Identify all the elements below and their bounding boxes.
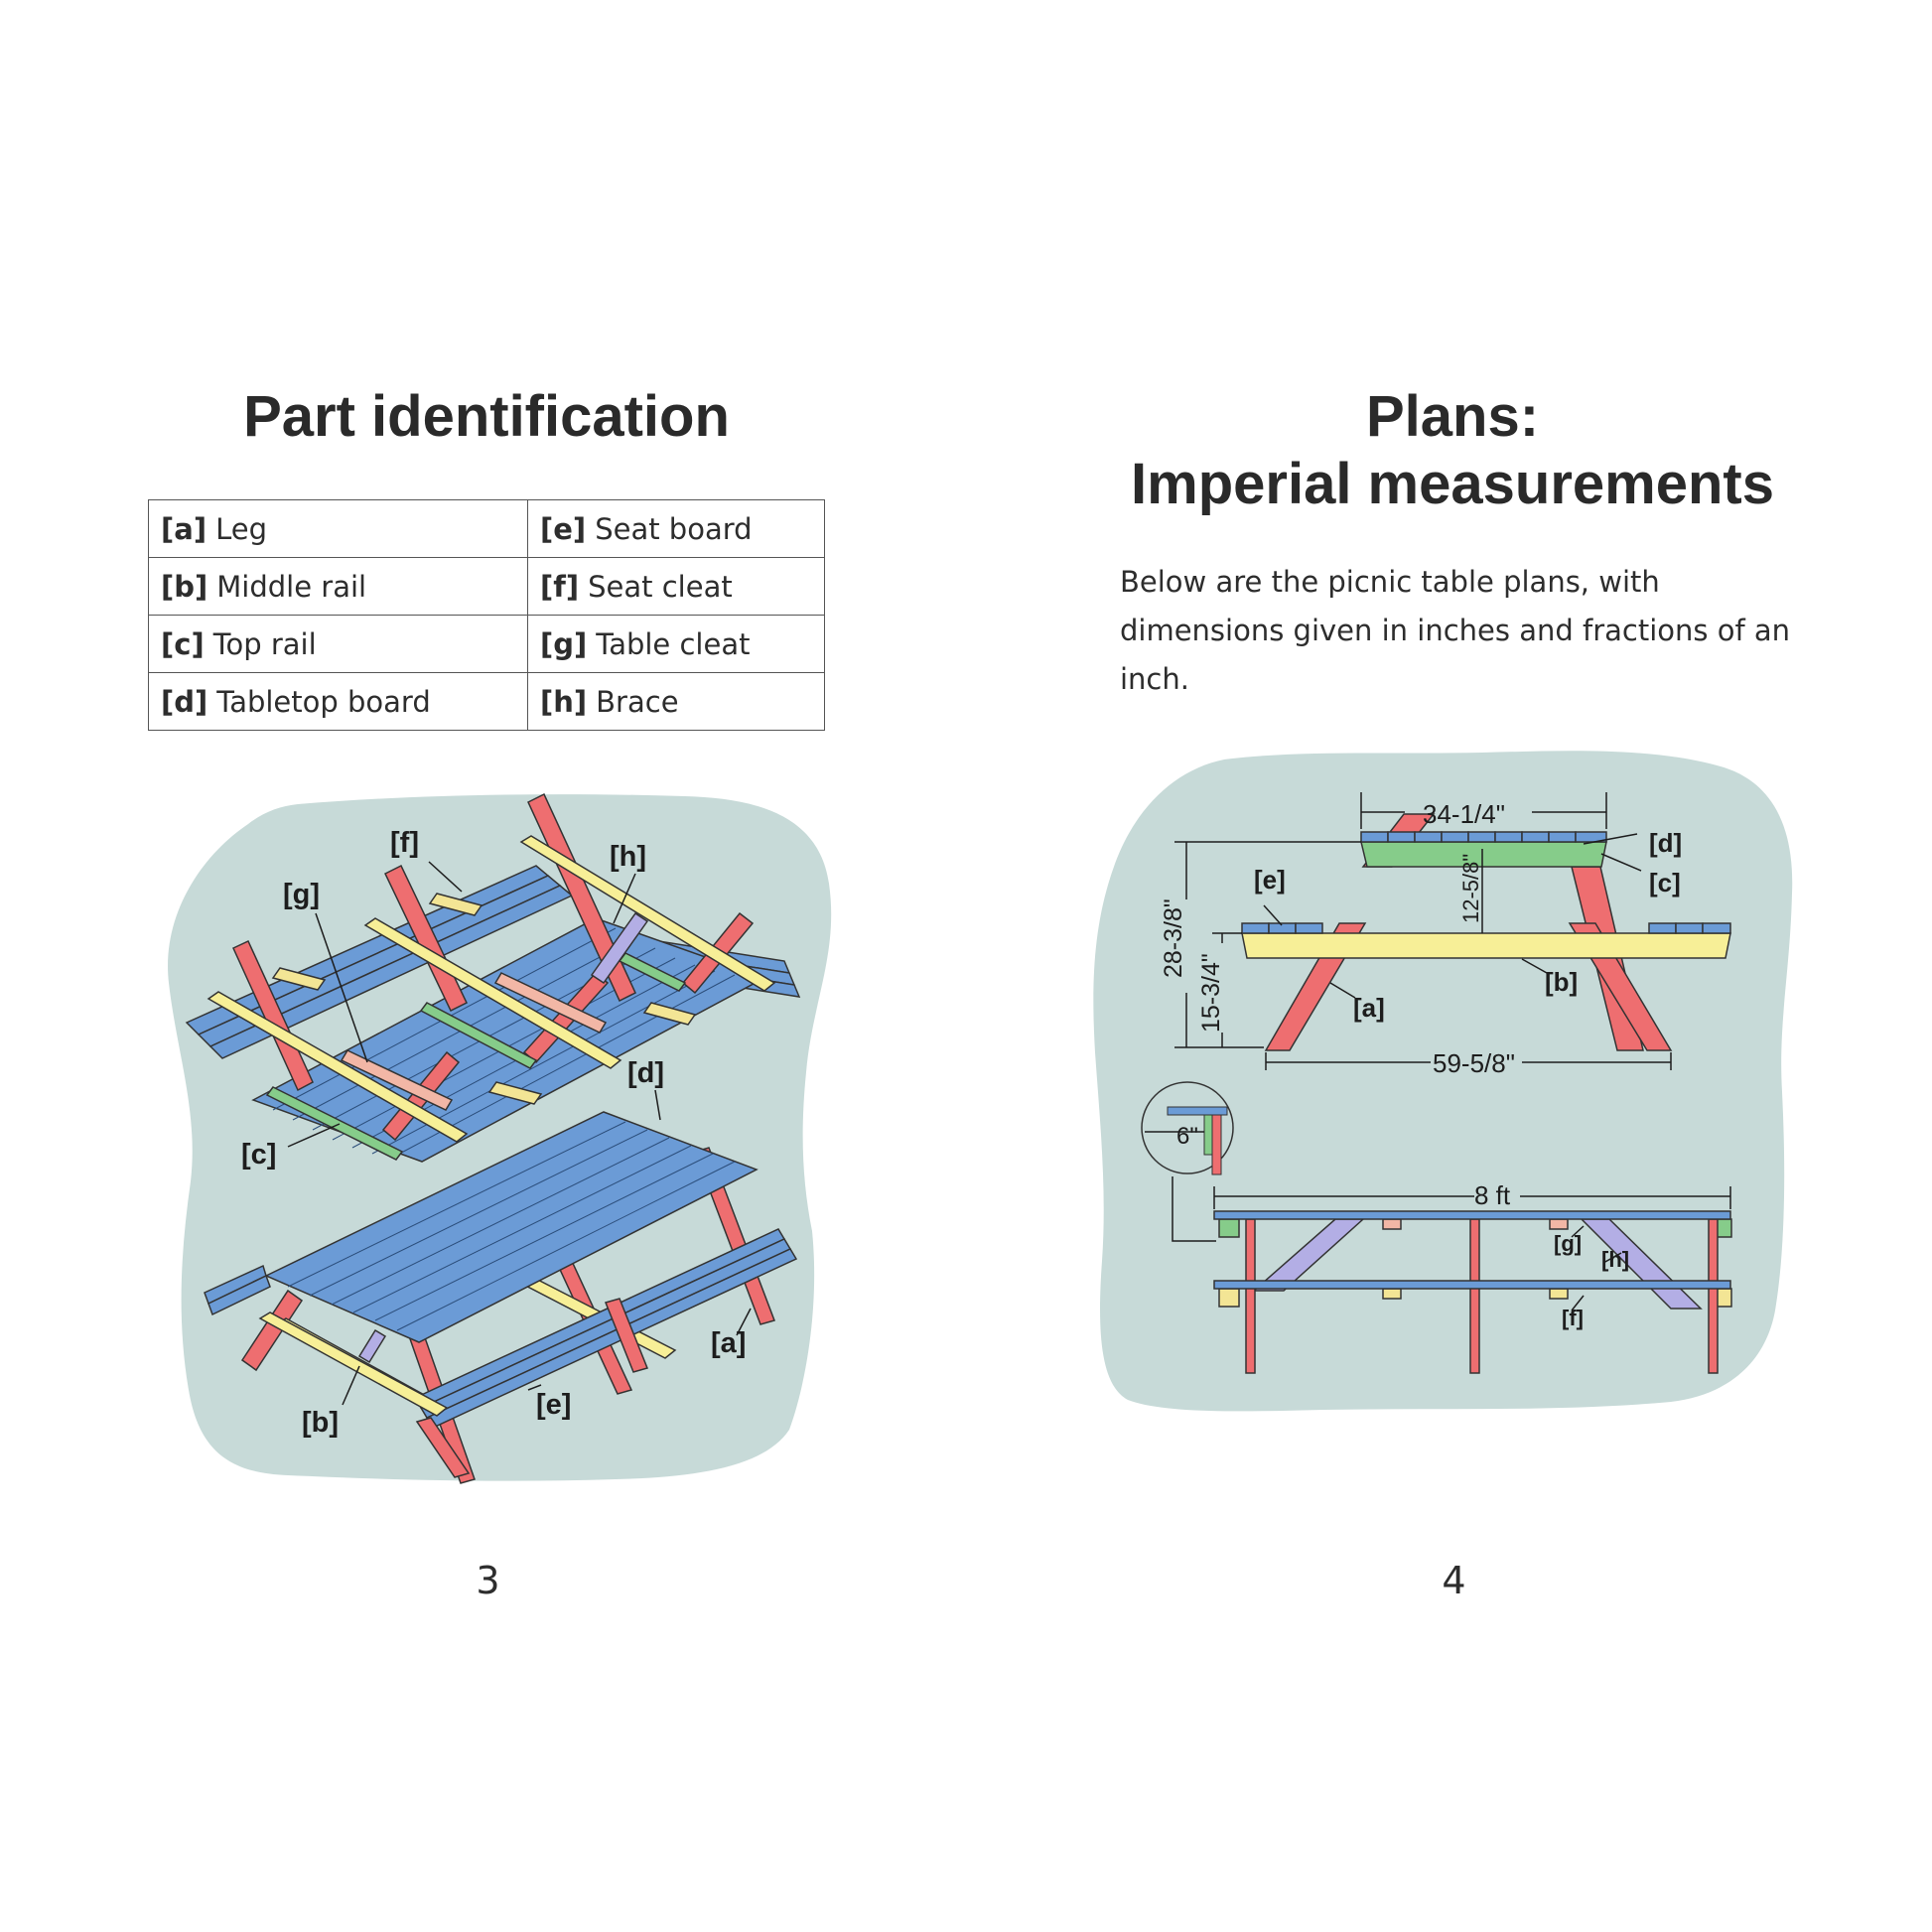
table-cell: [a]Leg: [148, 499, 528, 558]
tabletop-boards: [1360, 831, 1607, 843]
leg: [240, 1289, 304, 1372]
dim-top-width: 34-1/4": [1423, 799, 1505, 829]
label-f: [f]: [1562, 1306, 1584, 1330]
dim-length: 8 ft: [1474, 1180, 1511, 1210]
label-e: [e]: [536, 1389, 571, 1421]
part-label: Leg: [215, 511, 267, 546]
middle-rail: [258, 1311, 449, 1417]
leg: [232, 940, 314, 1092]
dim-seat-height: 15-3/4": [1197, 953, 1225, 1033]
table-cell: [c]Top rail: [148, 615, 528, 673]
seat-cleat: [642, 1002, 697, 1026]
top-rail: [419, 1002, 538, 1069]
top-rail: [265, 1086, 404, 1161]
parts-table: [a]Leg [e]Seat board [b]Middle rail [f]S…: [148, 499, 825, 731]
left-page: Part identification [a]Leg [e]Seat board…: [148, 384, 832, 1602]
part-code: [f]: [540, 569, 580, 604]
leg: [384, 864, 468, 1013]
label-a: [a]: [1353, 993, 1385, 1023]
part-code: [a]: [161, 511, 207, 546]
assembled-table: [204, 1111, 798, 1484]
tabletop: [264, 1111, 759, 1343]
part-label: Brace: [596, 684, 679, 719]
leg: [604, 1298, 649, 1373]
label-d: [d]: [1649, 828, 1682, 858]
label-g: [g]: [1554, 1231, 1582, 1256]
label-b: [b]: [1545, 967, 1578, 997]
detail-circle: [1141, 1081, 1234, 1242]
middle-rail: [519, 835, 776, 992]
leg: [527, 792, 636, 1003]
page-title-line1: Plans:: [1365, 384, 1540, 449]
plans-diagram: 34-1/4" 28-3/8" 15-3/4" 12-5/8" 59-5/8" …: [1093, 751, 1793, 1412]
part-label: Tabletop board: [216, 684, 431, 719]
part-code: [e]: [540, 511, 587, 546]
intro-paragraph: Below are the picnic table plans, with d…: [1120, 565, 1791, 696]
page-title-line2: Imperial measurements: [1131, 452, 1774, 516]
exploded-table-diagram: [f] [h] [g] [c] [d] [a] [e] [b]: [168, 792, 832, 1484]
part-label: Table cleat: [596, 626, 751, 661]
seat-cleat: [487, 1081, 543, 1105]
page-number: 3: [476, 1559, 500, 1602]
side-view: [1213, 1210, 1732, 1374]
seat-board: [207, 1274, 271, 1316]
right-page: Plans: Imperial measurements Below are t…: [966, 0, 1932, 1932]
label-h: [h]: [1601, 1247, 1629, 1272]
label-d: [d]: [627, 1057, 664, 1089]
middle-rail: [363, 917, 622, 1069]
middle-rail: [1241, 932, 1731, 959]
label-g: [g]: [283, 879, 320, 910]
table-cell: [e]Seat board: [527, 499, 825, 558]
table-cell: [f]Seat cleat: [527, 557, 825, 616]
part-label: Seat cleat: [588, 569, 733, 604]
label-c: [c]: [1649, 868, 1681, 897]
table-row: [c]Top rail [g]Table cleat: [148, 615, 825, 673]
table-cleat: [493, 972, 608, 1034]
part-code: [b]: [161, 569, 208, 604]
dim-detail: 6": [1176, 1123, 1198, 1150]
seat-cleat: [271, 967, 327, 991]
page-number: 4: [1442, 1559, 1466, 1602]
callouts: [287, 861, 752, 1406]
label-a: [a]: [711, 1327, 746, 1359]
part-code: [h]: [540, 684, 588, 719]
top-rail: [1360, 841, 1607, 868]
dim-total-height: 28-3/8": [1160, 898, 1187, 978]
seat-cleat: [428, 893, 483, 916]
side-dimensions: [1213, 1186, 1731, 1311]
dim-top-to-seat: 12-5/8": [1458, 854, 1483, 923]
part-label: Seat board: [595, 511, 753, 546]
part-code: [c]: [161, 626, 205, 661]
leg: [415, 1417, 471, 1478]
table-row: [d]Tabletop board [h]Brace: [148, 672, 825, 731]
frame-assembly: [185, 792, 801, 1163]
front-view: [1241, 813, 1731, 1051]
part-label: Top rail: [212, 626, 317, 661]
label-f: [f]: [390, 827, 419, 859]
middle-rail: [207, 991, 469, 1143]
dim-base-width: 59-5/8": [1433, 1048, 1515, 1078]
front-dimensions: [1174, 792, 1672, 1070]
part-label: Middle rail: [216, 569, 367, 604]
table-row: [a]Leg [e]Seat board: [148, 499, 825, 558]
label-e: [e]: [1254, 865, 1286, 895]
page-title: Part identification: [243, 384, 730, 449]
label-h: [h]: [610, 841, 646, 873]
brace: [590, 911, 649, 985]
part-code: [g]: [540, 626, 588, 661]
brace: [357, 1328, 387, 1364]
table-cell: [g]Table cleat: [527, 615, 825, 673]
table-cell: [h]Brace: [527, 672, 825, 731]
page-title: Plans: Imperial measurements: [966, 383, 1932, 518]
table-cleat: [340, 1049, 454, 1111]
label-c: [c]: [241, 1139, 276, 1171]
table-cell: [d]Tabletop board: [148, 672, 528, 731]
seat-boards: [1241, 922, 1731, 934]
part-code: [d]: [161, 684, 208, 719]
label-b: [b]: [302, 1407, 339, 1439]
